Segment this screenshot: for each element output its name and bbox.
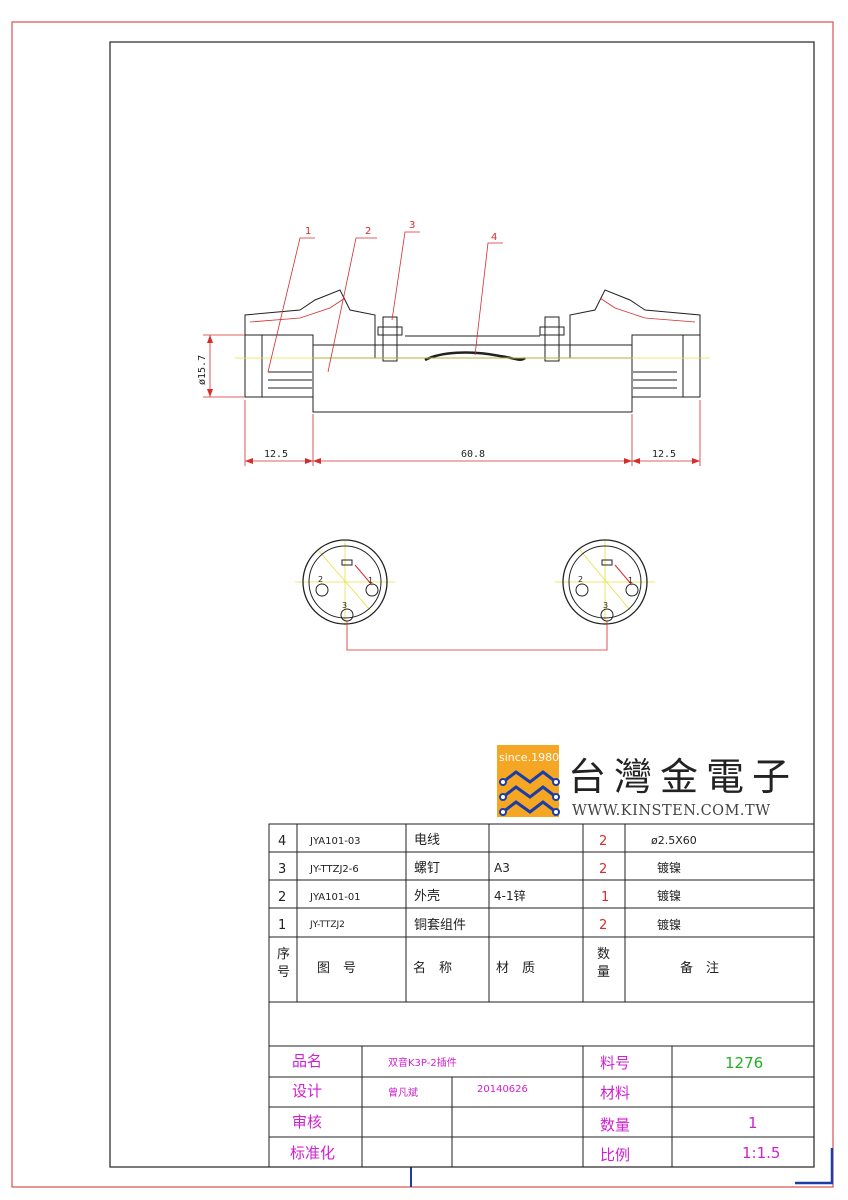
title-date: 20140626 <box>477 1084 528 1095</box>
title-product-label: 品名 <box>292 1052 322 1070</box>
bom-row-remark: ø2.5X60 <box>651 834 697 847</box>
dim-left-length: 12.5 <box>264 449 288 460</box>
callout-1: 1 <box>305 226 311 237</box>
bom-row-remark: 镀镍 <box>657 889 681 903</box>
bom-row-code: JYA101-03 <box>309 836 361 847</box>
title-review-label: 审核 <box>292 1113 322 1131</box>
right-pin-2: 2 <box>578 575 583 584</box>
bom-row-qty: 2 <box>599 862 607 877</box>
dimension-arrows <box>207 335 700 464</box>
bom-row-name: 螺钉 <box>414 861 440 876</box>
bom-row-qty: 1 <box>601 890 609 905</box>
bom-row-code: JY-TTZJ2 <box>309 920 345 930</box>
side-view-drawing <box>235 289 710 413</box>
company-logo: since.1980 台灣金電子 WWW.KINSTEN.COM.TW <box>497 745 798 819</box>
bom-row-name: 铜套组件 <box>414 917 466 933</box>
bom-row-remark: 镀镍 <box>657 861 681 875</box>
bom-row-no: 2 <box>278 890 286 905</box>
bom-row-code: JY-TTZJ2-6 <box>309 864 359 875</box>
logo-url: WWW.KINSTEN.COM.TW <box>572 803 771 819</box>
title-scale-label: 比例 <box>600 1146 630 1164</box>
left-pin-3: 3 <box>342 601 347 610</box>
logo-company-name: 台灣金電子 <box>568 755 798 799</box>
bom-header-no: 序 <box>277 947 290 962</box>
title-product-value: 双音K3P-2插件 <box>388 1056 457 1069</box>
title-part-no-value: 1276 <box>725 1054 763 1072</box>
bom-row-no: 4 <box>278 834 286 849</box>
title-part-no-label: 料号 <box>600 1054 630 1072</box>
corner-mark <box>795 1148 834 1185</box>
bom-table <box>268 823 815 1168</box>
left-pin-2: 2 <box>318 575 323 584</box>
callout-3: 3 <box>409 220 415 231</box>
bom-header-name: 名 称 <box>413 960 452 976</box>
bom-row-code: JYA101-01 <box>309 892 361 903</box>
dim-diameter: ø15.7 <box>197 355 208 385</box>
link-wire <box>346 621 608 651</box>
bom-header-qty: 数 <box>597 947 610 962</box>
bom-header-code: 图 号 <box>317 961 356 976</box>
bom-row-name: 外壳 <box>414 889 440 904</box>
bom-row-qty: 2 <box>599 918 607 933</box>
bom-row-no: 3 <box>278 862 286 877</box>
title-qty-value: 1 <box>748 1114 758 1132</box>
title-design-label: 设计 <box>292 1082 322 1100</box>
inner-frame <box>109 41 815 1168</box>
bom-row-material: 4-1锌 <box>494 889 526 903</box>
bom-row-material: A3 <box>494 861 510 875</box>
title-material-label: 材料 <box>600 1084 630 1102</box>
right-pin-1: 1 <box>628 576 633 585</box>
title-qty-label: 数量 <box>600 1116 630 1134</box>
logo-circuit-icon <box>502 770 557 814</box>
bom-row-qty: 2 <box>599 834 607 849</box>
title-scale-value: 1:1.5 <box>742 1144 780 1162</box>
center-sleeve <box>312 357 633 413</box>
wiring-diagram <box>295 539 655 651</box>
right-connector-outer <box>562 539 648 625</box>
bom-row-no: 1 <box>278 918 286 933</box>
dimension-lines <box>203 334 701 466</box>
bom-header-remark: 备 注 <box>680 960 719 976</box>
bom-header-no-2: 号 <box>277 965 290 980</box>
right-pin-3: 3 <box>603 601 608 610</box>
bom-header-qty-2: 量 <box>597 965 610 980</box>
callout-4: 4 <box>491 232 497 243</box>
outer-frame <box>11 21 834 1188</box>
dim-center-length: 60.8 <box>461 449 485 460</box>
callout-leaders <box>267 231 503 373</box>
bom-row-remark: 镀镍 <box>657 918 681 932</box>
logo-since: since.1980 <box>499 751 559 764</box>
callout-2: 2 <box>365 226 371 237</box>
bom-header-material: 材 质 <box>496 961 535 976</box>
wire-section <box>424 351 526 362</box>
title-standard-label: 标准化 <box>290 1144 335 1162</box>
left-connector-outer <box>302 539 388 625</box>
dim-right-length: 12.5 <box>652 449 676 460</box>
left-pin-1: 1 <box>368 576 373 585</box>
bom-row-name: 电线 <box>414 833 440 848</box>
title-designer: 曾凡斌 <box>388 1086 418 1099</box>
